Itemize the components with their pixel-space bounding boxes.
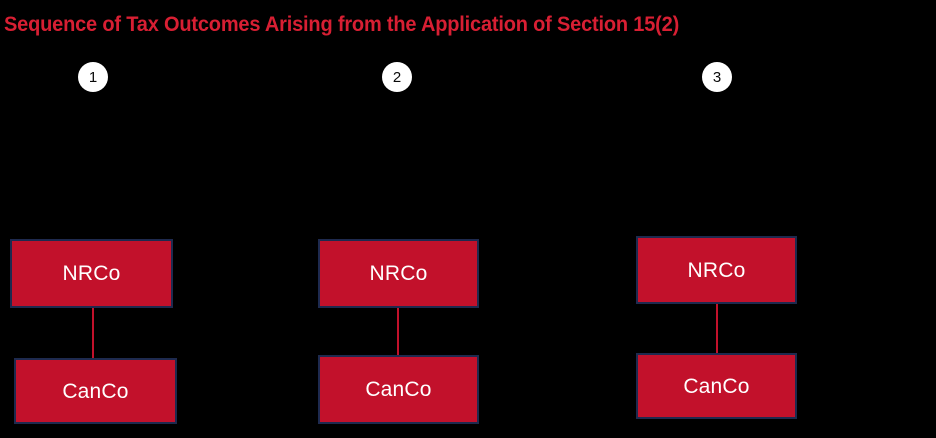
entity-box-nrco-2: NRCo	[318, 239, 479, 308]
entity-box-canco-2: CanCo	[318, 355, 479, 424]
entity-box-nrco-1: NRCo	[10, 239, 173, 308]
connector-line-2	[397, 308, 399, 355]
connector-line-3	[716, 304, 718, 353]
step-badge-3: 3	[702, 62, 732, 92]
entity-box-nrco-3: NRCo	[636, 236, 797, 304]
connector-line-1	[92, 308, 94, 358]
page-title: Sequence of Tax Outcomes Arising from th…	[4, 12, 680, 36]
entity-box-canco-1: CanCo	[14, 358, 177, 424]
entity-box-canco-3: CanCo	[636, 353, 797, 419]
step-badge-2: 2	[382, 62, 412, 92]
step-badge-1: 1	[78, 62, 108, 92]
